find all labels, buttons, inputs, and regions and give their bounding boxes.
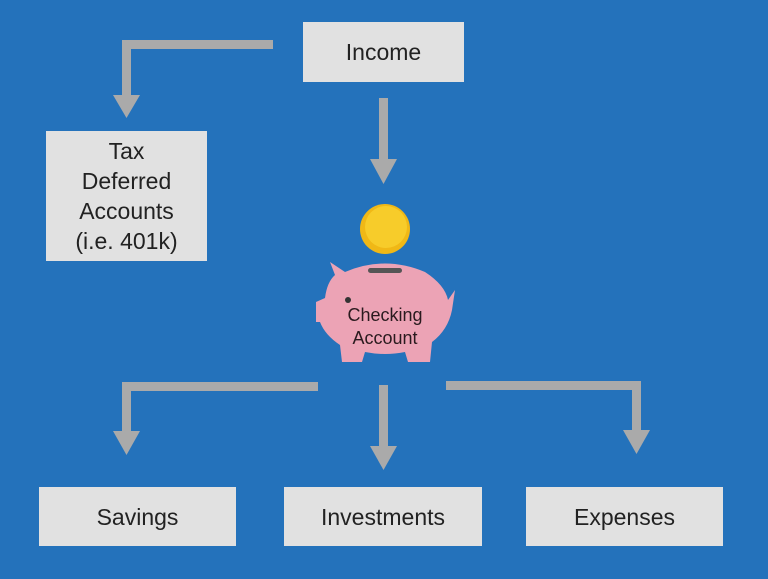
expenses-label: Expenses bbox=[573, 503, 675, 530]
expenses-box: Expenses bbox=[526, 487, 723, 546]
checking-account-label: Checking Account bbox=[330, 304, 440, 350]
arrow-checking-to-expenses bbox=[446, 381, 650, 454]
tax-deferred-line: (i.e. 401k) bbox=[75, 228, 178, 254]
income-box: Income bbox=[303, 22, 464, 82]
coin-icon bbox=[360, 204, 410, 254]
checking-line: Checking bbox=[347, 305, 423, 325]
income-label: Income bbox=[345, 39, 422, 65]
piggy-bank-icon bbox=[316, 262, 455, 362]
tax-deferred-box: Tax Deferred Accounts (i.e. 401k) bbox=[46, 131, 207, 261]
investments-box: Investments bbox=[284, 487, 482, 546]
checking-line: Account bbox=[352, 328, 418, 348]
investments-label: Investments bbox=[321, 503, 445, 530]
arrow-income-to-checking bbox=[370, 98, 397, 184]
tax-deferred-line: Tax bbox=[108, 138, 145, 164]
tax-deferred-line: Accounts bbox=[79, 198, 174, 224]
tax-deferred-line: Deferred bbox=[81, 168, 172, 194]
arrow-checking-to-savings bbox=[113, 382, 318, 455]
savings-box: Savings bbox=[39, 487, 236, 546]
arrow-checking-to-investments bbox=[370, 385, 397, 470]
arrow-income-to-tax bbox=[113, 40, 273, 118]
savings-label: Savings bbox=[96, 503, 179, 530]
